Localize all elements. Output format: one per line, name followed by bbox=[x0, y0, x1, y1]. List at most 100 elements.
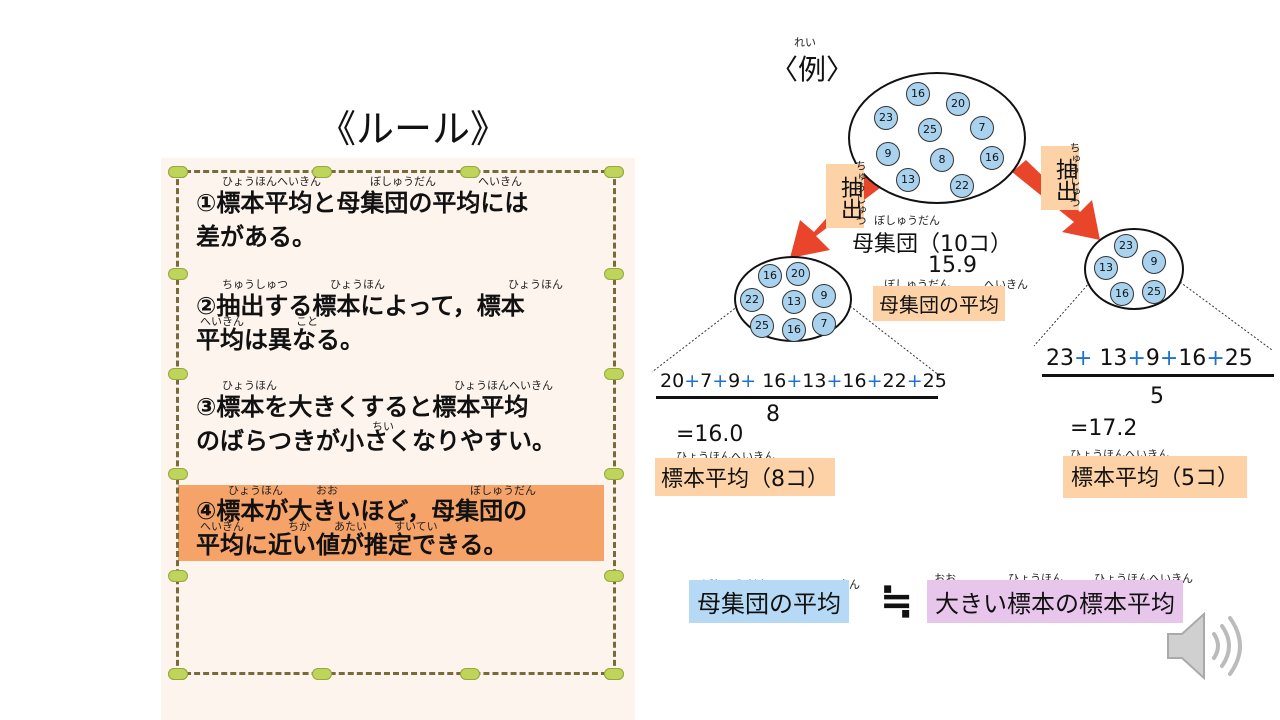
dotted-guide bbox=[1179, 281, 1273, 351]
ball: 13 bbox=[896, 168, 920, 192]
sample5-fraction-bar bbox=[1042, 374, 1274, 377]
ruby: ひょうほんへいきん bbox=[222, 175, 321, 188]
ruby: へいきん bbox=[478, 175, 522, 188]
ruby: ひょうほん bbox=[330, 278, 385, 291]
term: 25 bbox=[1224, 346, 1253, 371]
ruby: ぼしゅうだん bbox=[470, 484, 536, 497]
ruby: ひょうほん bbox=[222, 379, 277, 392]
term: 16 bbox=[1178, 346, 1207, 371]
ball: 7 bbox=[970, 116, 994, 140]
dotted-guide bbox=[849, 305, 941, 377]
term: 16 bbox=[762, 370, 787, 392]
dotted-guide bbox=[651, 305, 739, 373]
rule-3-line2: のばらつきが小さくなりやすい。 bbox=[196, 427, 556, 455]
plus-sign: + bbox=[826, 370, 843, 392]
border-stud bbox=[460, 668, 480, 680]
speaker-icon[interactable] bbox=[1160, 604, 1250, 688]
rule-2: ②抽出する標本によって，標本 平均は異なる。 bbox=[196, 289, 606, 357]
rule-4-highlight bbox=[178, 485, 604, 561]
border-stud bbox=[460, 166, 480, 178]
term: 25 bbox=[922, 370, 947, 392]
border-stud bbox=[604, 468, 624, 480]
border-stud bbox=[604, 570, 624, 582]
extract-label-right: 抽出 bbox=[1041, 146, 1079, 210]
example-title: 〈例〉 bbox=[770, 53, 855, 86]
ball: 9 bbox=[876, 142, 900, 166]
ruby: ひょうほん bbox=[228, 484, 283, 497]
rule-1-line1: ①標本平均と母集団の平均には bbox=[196, 189, 529, 217]
ruby: あたい bbox=[334, 520, 367, 533]
plus-sign: + bbox=[1206, 346, 1225, 371]
border-stud bbox=[168, 570, 188, 582]
sample8-result: =16.0 bbox=[676, 422, 744, 447]
rule-1: ①標本平均と母集団の平均には 差がある。 bbox=[196, 186, 606, 254]
approx-equal-sign: ≒ bbox=[880, 578, 914, 624]
rule-4-line2: 平均に近い値が推定できる。 bbox=[196, 531, 508, 559]
sample5-denominator: 5 bbox=[1150, 384, 1164, 409]
ruby: ちゅうしゅつ bbox=[854, 160, 867, 226]
rule-2-line1: ②抽出する標本によって，標本 bbox=[196, 292, 525, 320]
ruby: ぼしゅうだん bbox=[874, 214, 940, 227]
sample5-mean-label: 標本平均（5コ） bbox=[1063, 456, 1247, 498]
ruby: ちい bbox=[372, 420, 394, 433]
ball: 22 bbox=[740, 288, 764, 312]
border-stud bbox=[604, 368, 624, 380]
rules-title: 《ルール》 bbox=[318, 107, 509, 151]
ball: 16 bbox=[782, 318, 806, 342]
rule-1-line2: 差がある。 bbox=[196, 223, 316, 251]
border-stud bbox=[168, 268, 188, 280]
term: 9 bbox=[728, 370, 741, 392]
rule-3-line1: ③標本を大きくすると標本平均 bbox=[196, 393, 529, 421]
sample8-mean-label: 標本平均（8コ） bbox=[655, 458, 835, 496]
border-stud bbox=[168, 368, 188, 380]
border-stud bbox=[168, 668, 188, 680]
ball: 25 bbox=[750, 314, 774, 338]
plus-sign: + bbox=[1074, 346, 1093, 371]
ball: 25 bbox=[918, 118, 942, 142]
border-stud bbox=[312, 166, 332, 178]
population-label: 母集団（10コ） bbox=[852, 232, 1012, 257]
sample8-denominator: 8 bbox=[766, 402, 780, 427]
ball: 13 bbox=[1094, 256, 1118, 280]
ball: 16 bbox=[906, 82, 930, 106]
population-mean-label: 母集団の平均 bbox=[873, 286, 1005, 321]
ruby: すいてい bbox=[394, 520, 438, 533]
plus-sign: + bbox=[866, 370, 883, 392]
ball: 20 bbox=[946, 92, 970, 116]
term: 23 bbox=[1046, 346, 1074, 371]
plus-sign: + bbox=[1159, 346, 1179, 371]
plus-sign: + bbox=[786, 370, 803, 392]
rule-3: ③標本を大きくすると標本平均 のばらつきが小さくなりやすい。 bbox=[196, 390, 606, 458]
rule-4-line1: ④標本が大きいほど，母集団の bbox=[196, 497, 528, 525]
ruby: れい bbox=[794, 36, 816, 49]
conclusion-population-mean: 母集団の平均 bbox=[689, 580, 849, 623]
ruby: へいきん bbox=[200, 315, 244, 328]
term: 13 bbox=[1099, 346, 1128, 371]
border-stud bbox=[312, 668, 332, 680]
ruby: ひょうほんへいきん bbox=[454, 379, 553, 392]
plus-sign: + bbox=[684, 370, 701, 392]
rule-2-line2: 平均は異なる。 bbox=[196, 326, 364, 354]
term: 20 bbox=[660, 370, 685, 392]
ruby: ひょうほん bbox=[508, 278, 563, 291]
ruby: へいきん bbox=[200, 520, 244, 533]
plus-sign: + bbox=[906, 370, 923, 392]
extract-label-left: 抽出 bbox=[826, 164, 864, 228]
ruby: ぼしゅうだん bbox=[370, 175, 436, 188]
conclusion-large-sample-mean: 大きい標本の標本平均 bbox=[927, 580, 1183, 623]
term: 7 bbox=[700, 370, 713, 392]
rules-panel bbox=[161, 158, 635, 720]
ball: 23 bbox=[1114, 234, 1138, 258]
term: 16 bbox=[842, 370, 867, 392]
ball: 16 bbox=[758, 264, 782, 288]
border-stud bbox=[604, 166, 624, 178]
plus-sign: + bbox=[712, 370, 729, 392]
term: 9 bbox=[1145, 346, 1160, 371]
ruby: おお bbox=[316, 484, 338, 497]
population-mean: 15.9 bbox=[928, 253, 977, 278]
plus-sign: + bbox=[740, 370, 757, 392]
sample5-numerator: 23+ 13+9+16+25 bbox=[1046, 346, 1253, 371]
ruby: こと bbox=[296, 315, 318, 328]
ball: 13 bbox=[782, 290, 806, 314]
ball: 22 bbox=[950, 174, 974, 198]
